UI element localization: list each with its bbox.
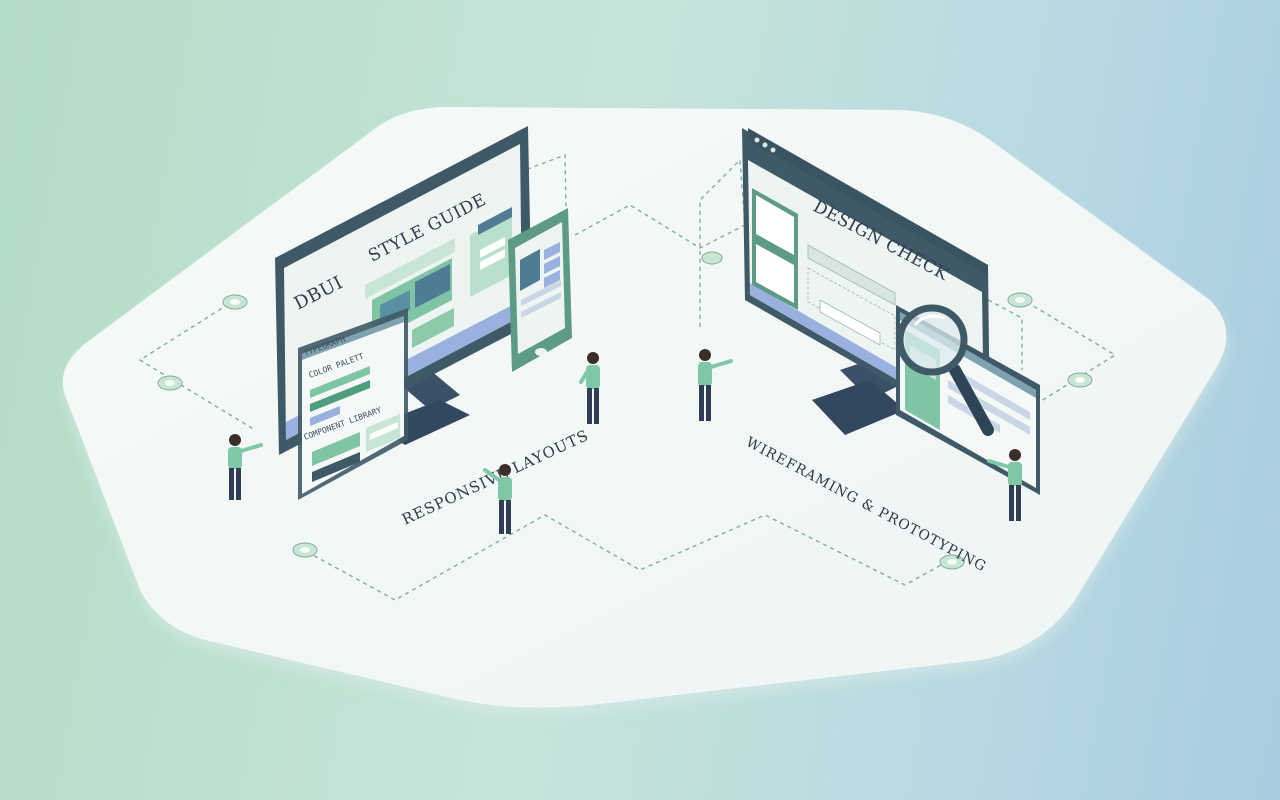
node <box>157 375 183 391</box>
node <box>292 542 318 558</box>
component-panel: TYPEGRAPH COLOR PALETT COMPONENT LIBRARY <box>298 308 408 500</box>
person-center-left <box>579 352 600 424</box>
connector-nodes <box>157 251 1093 570</box>
node <box>939 554 965 570</box>
platform <box>62 106 1227 716</box>
node <box>1067 372 1093 388</box>
node <box>222 294 248 310</box>
node <box>1007 292 1033 308</box>
person-right <box>987 449 1022 521</box>
person-center-right <box>698 349 733 421</box>
phone <box>508 208 572 372</box>
person-center-bottom <box>483 464 512 534</box>
magnifier-icon <box>896 304 994 436</box>
design-check-monitor: DESIGN CHECK <box>742 128 990 440</box>
person-left <box>228 434 263 500</box>
node <box>701 251 723 265</box>
